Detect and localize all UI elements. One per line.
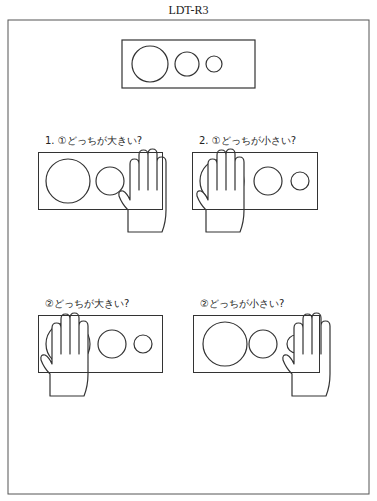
question-text: 2. ①どっちが小さい? <box>197 134 298 148</box>
stimulus-card: ②どっちが大きい? <box>38 315 163 373</box>
hand <box>283 313 330 396</box>
stimulus-card: 2. ①どっちが小さい? <box>192 152 318 210</box>
hand <box>41 313 88 396</box>
figure-title: LDT-R3 <box>0 3 377 18</box>
hand <box>197 149 244 232</box>
question-text: ②どっちが小さい? <box>198 297 286 311</box>
stimulus-card: 1. ①どっちが大きい? <box>38 152 163 210</box>
question-text: ②どっちが大きい? <box>43 297 131 311</box>
circles <box>46 40 309 366</box>
stimulus-card: ②どっちが小さい? <box>193 315 320 373</box>
hand <box>119 149 166 232</box>
outer-frame <box>8 20 369 494</box>
question-text: 1. ①どっちが大きい? <box>43 134 144 148</box>
sample-card <box>122 40 255 88</box>
